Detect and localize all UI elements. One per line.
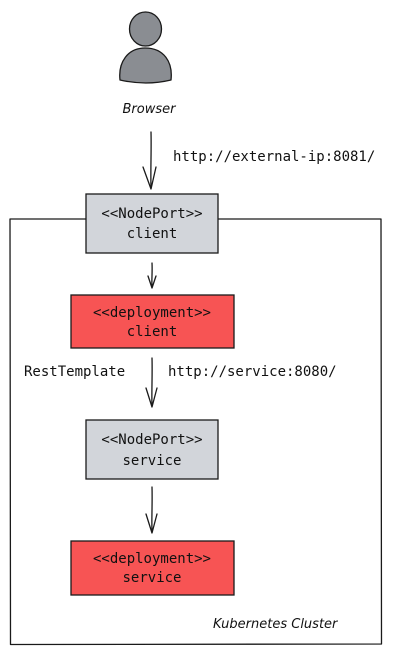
client-deployment-stereotype: <<deployment>> bbox=[93, 305, 211, 321]
service-nodeport-stereotype: <<NodePort>> bbox=[101, 432, 202, 448]
edge-label-rest-template: RestTemplate bbox=[24, 364, 125, 380]
service-nodeport-name: service bbox=[122, 453, 181, 469]
browser-label: Browser bbox=[123, 102, 178, 117]
edge-label-external-url: http://external-ip:8081/ bbox=[173, 149, 375, 165]
arrow-browser-to-client bbox=[142, 131, 157, 190]
arrow-client-to-service bbox=[145, 357, 158, 408]
edge-label-service-url: http://service:8080/ bbox=[168, 364, 337, 380]
service-deployment-name: service bbox=[122, 570, 181, 586]
arrow-service-nodeport-to-deployment bbox=[145, 486, 158, 534]
client-nodeport-name: client bbox=[127, 226, 178, 242]
person-icon bbox=[119, 11, 172, 84]
client-nodeport-stereotype: <<NodePort>> bbox=[101, 206, 202, 222]
cluster-label: Kubernetes Cluster bbox=[213, 617, 339, 632]
cluster-border bbox=[9, 218, 383, 646]
kubernetes-cluster: Kubernetes Cluster bbox=[9, 218, 383, 646]
client-nodeport-node: <<NodePort>> client bbox=[85, 193, 219, 254]
client-nodeport-box bbox=[85, 193, 219, 254]
client-deployment-box bbox=[70, 294, 235, 349]
browser-actor: Browser bbox=[119, 11, 178, 117]
client-deployment-node: <<deployment>> client bbox=[70, 294, 235, 349]
service-nodeport-node: <<NodePort>> service bbox=[85, 419, 219, 480]
service-deployment-node: <<deployment>> service bbox=[70, 540, 235, 596]
service-deployment-stereotype: <<deployment>> bbox=[93, 551, 211, 567]
arrow-client-nodeport-to-deployment bbox=[147, 262, 157, 289]
service-deployment-box bbox=[70, 540, 235, 596]
service-nodeport-box bbox=[85, 419, 219, 480]
client-deployment-name: client bbox=[127, 324, 178, 340]
